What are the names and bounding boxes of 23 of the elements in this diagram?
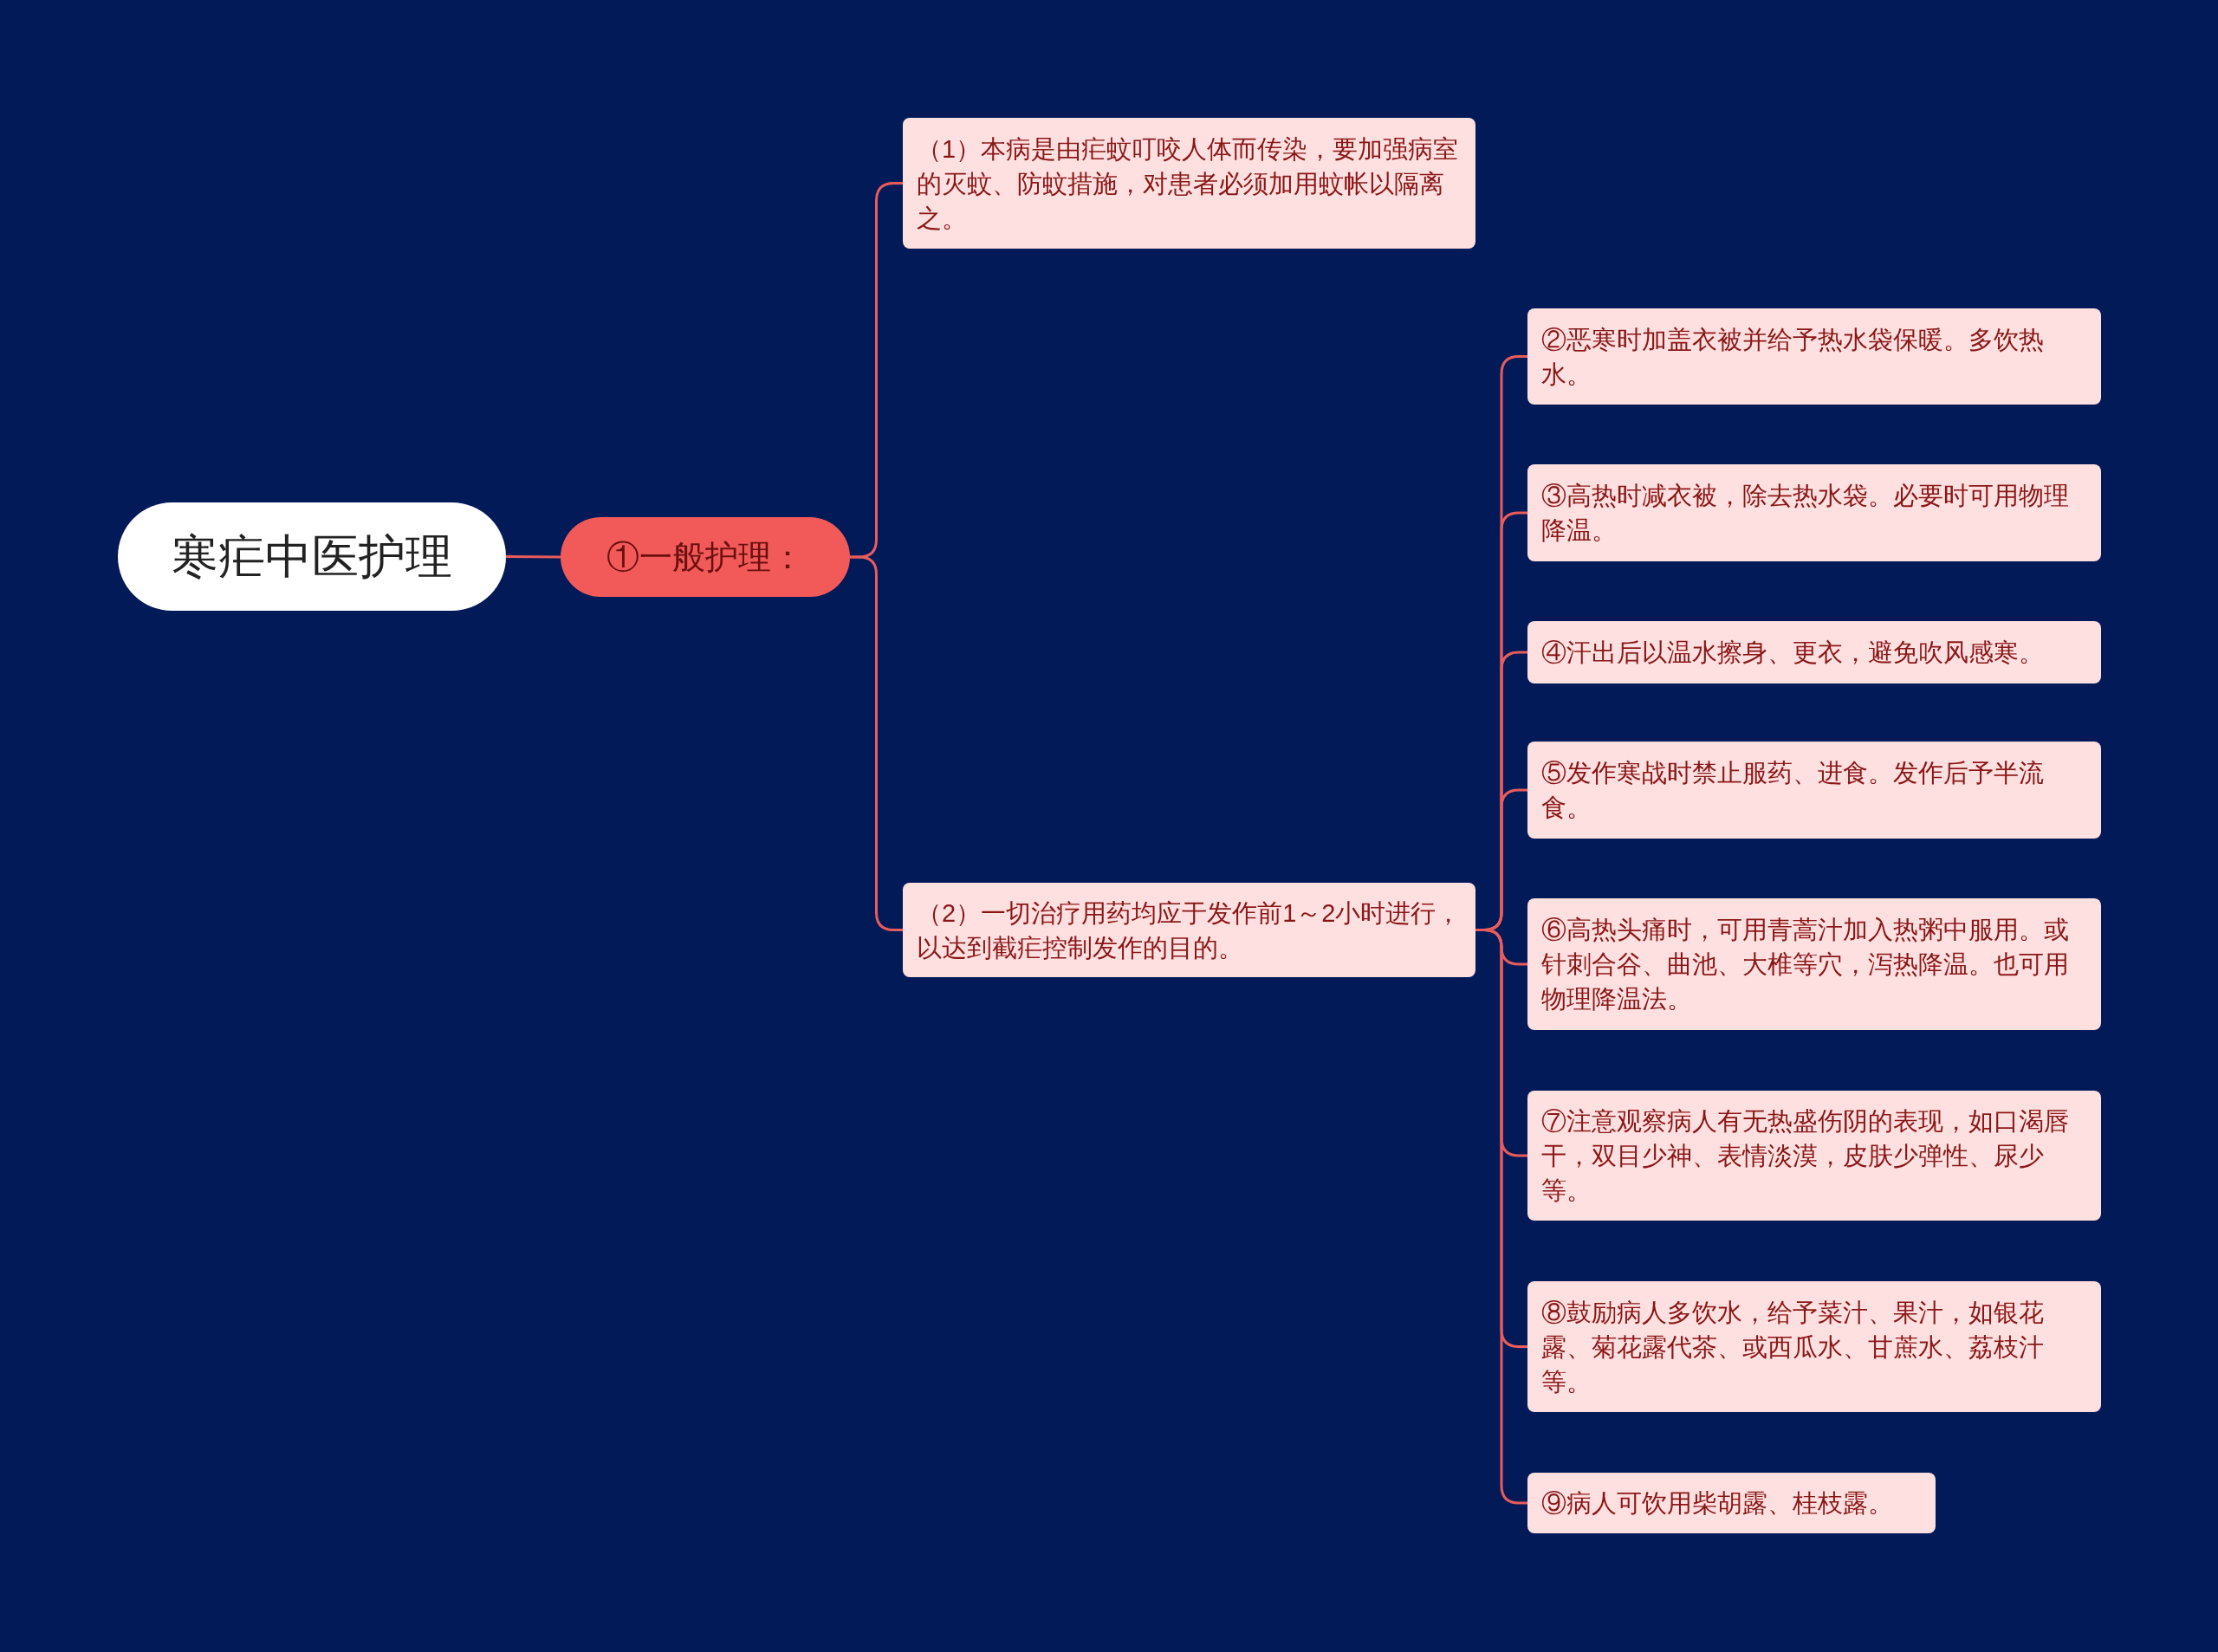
topic-text: ③高热时减衣被，除去热水袋。必要时可用物理降温。 xyxy=(1541,481,2070,546)
topic-box xyxy=(1527,621,2101,683)
topic-box xyxy=(1527,464,2101,561)
topic-text: ⑧鼓励病人多饮水，给予菜汁、果汁，如银花露、菊花露代茶、或西瓜水、甘蔗水、荔枝汁等。 xyxy=(1541,1297,2045,1397)
topic-text: ⑨病人可饮用柴胡露、桂枝露。 xyxy=(1541,1488,1893,1519)
topic-text: ④汗出后以温水擦身、更衣，避免吹风感寒。 xyxy=(1541,638,2044,668)
topic-box xyxy=(1527,308,2101,405)
topic-box xyxy=(1527,898,2101,1030)
topic-text: （1）本病是由疟蚊叮咬人体而传染，要加强病室的灭蚊、防蚊措施，对患者必须加用蚊帐以隔离之。 xyxy=(917,133,1460,234)
topic-text: ⑥高热头痛时，可用青蒿汁加入热粥中服用。或针刺合谷、曲池、大椎等穴，泻热降温。也可用物理降温法。 xyxy=(1541,915,2070,1014)
topic-text: 寒疟中医护理 xyxy=(172,529,452,584)
connector-line xyxy=(506,555,561,559)
topic-box xyxy=(903,883,1475,977)
topic-box xyxy=(903,118,1475,249)
topic-text: （2）一切治疗用药均应于发作前1～2小时进行，以达到截疟控制发作的目的。 xyxy=(917,897,1462,963)
topic-text: ②恶寒时加盖衣被并给予热水袋保暖。多饮热水。 xyxy=(1541,324,2045,390)
topic-text: ①一般护理： xyxy=(606,537,804,577)
topic-box xyxy=(1527,1473,1936,1533)
topic-text: ⑤发作寒战时禁止服药、进食。发作后予半流食。 xyxy=(1541,758,2045,823)
topic-text: ⑦注意观察病人有无热盛伤阴的表现，如口渴唇干，双目少神、表情淡漠，皮肤少弹性、尿少等。 xyxy=(1541,1106,2070,1206)
topic-box xyxy=(1527,1091,2101,1221)
topic-box xyxy=(1527,742,2101,839)
topic-box xyxy=(1527,1281,2101,1412)
